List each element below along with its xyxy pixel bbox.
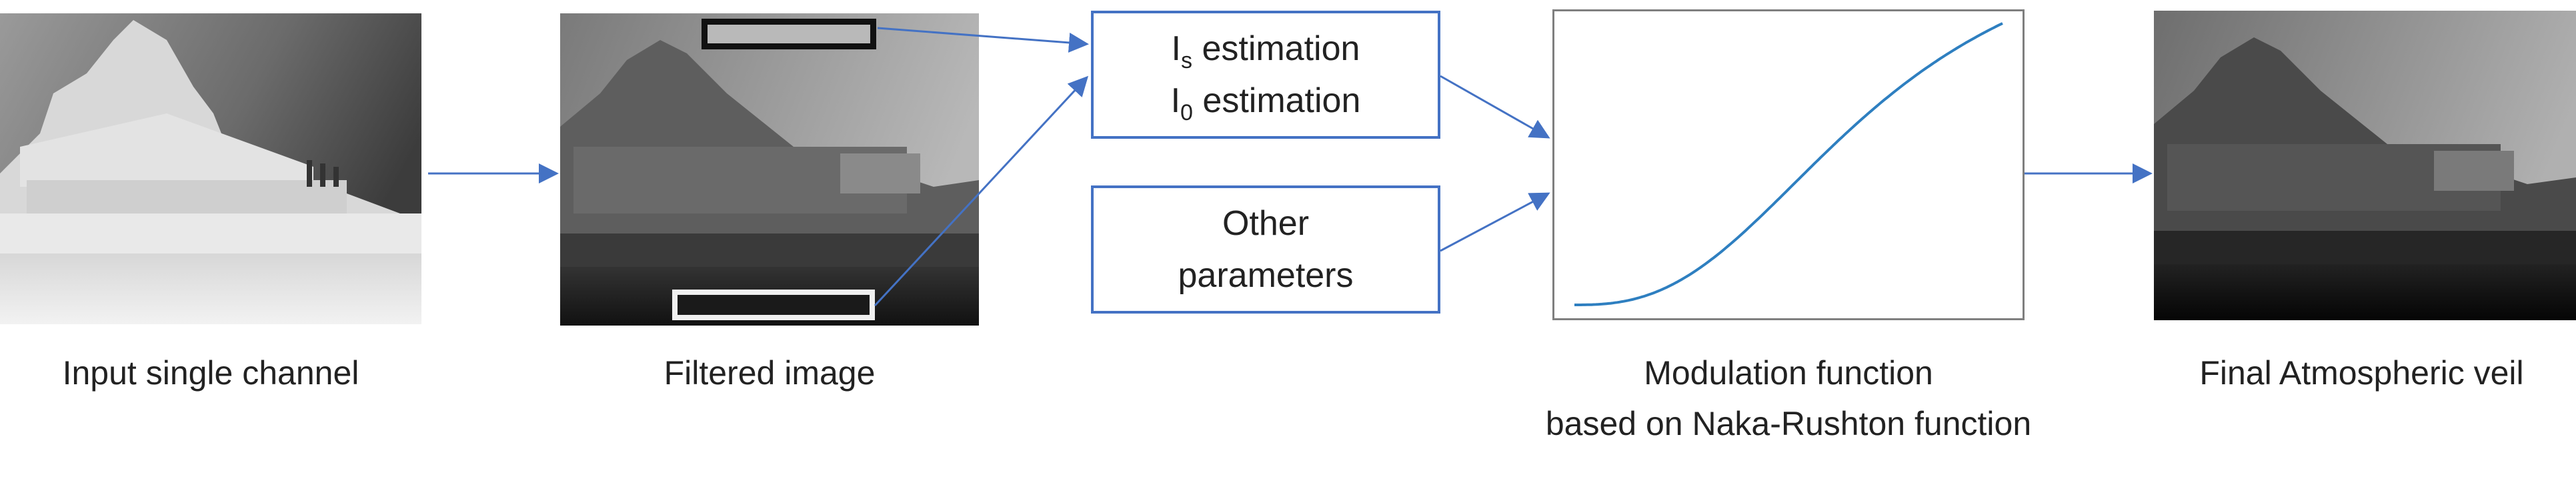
input-caption: Input single channel xyxy=(62,354,359,392)
final-caption: Final Atmospheric veil xyxy=(2199,354,2524,392)
arrow-ground-to-estimation xyxy=(874,75,1089,307)
other-params-line1: Other xyxy=(1222,204,1310,243)
arrow-sky-to-estimation xyxy=(877,27,1089,53)
input-image xyxy=(0,13,421,324)
modulation-caption-line1: Modulation function xyxy=(1644,354,1933,392)
sky-region-marker xyxy=(702,19,876,49)
ground-region-marker xyxy=(672,290,875,320)
arrow-params-to-plot xyxy=(1440,192,1550,252)
modulation-caption-line2: based on Naka-Rushton function xyxy=(1545,405,2032,442)
other-params-line2: parameters xyxy=(1178,256,1354,295)
final-veil-image xyxy=(2154,11,2576,320)
other-parameters-box: Other parameters xyxy=(1091,185,1440,314)
arrow-estimation-to-plot xyxy=(1440,75,1550,139)
i0-estimation-label: I0 estimation xyxy=(1170,81,1361,125)
is-estimation-label: Is estimation xyxy=(1171,29,1360,73)
filtered-caption: Filtered image xyxy=(664,354,876,392)
estimation-box: Is estimation I0 estimation xyxy=(1091,11,1440,139)
modulation-plot xyxy=(1552,9,2025,320)
naka-rushton-curve xyxy=(1574,22,2003,306)
